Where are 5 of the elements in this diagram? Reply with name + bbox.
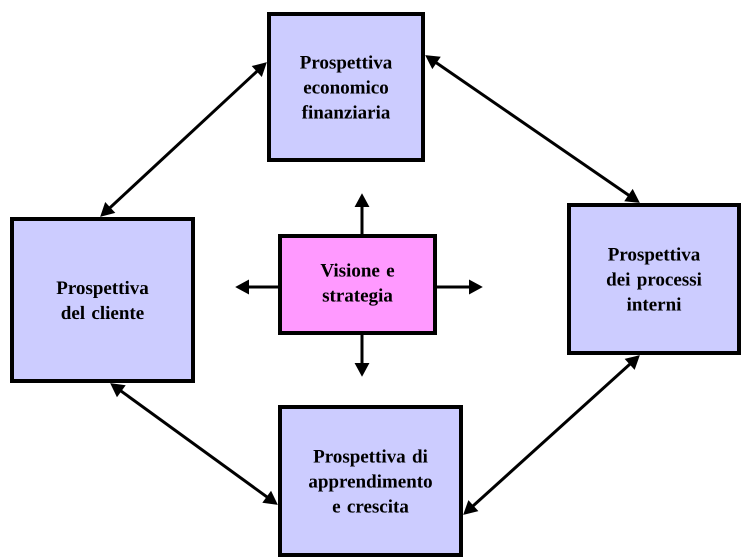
perspective-box: Prospettiva economico finanziaria xyxy=(267,12,425,162)
perspective-box: Prospettiva di apprendimento e crescita xyxy=(278,405,463,557)
perspective-box: Prospettiva dei processi interni xyxy=(567,203,741,355)
perspective-box: Prospettiva del cliente xyxy=(10,217,195,383)
strategy-box: Visione e strategia xyxy=(278,234,437,335)
